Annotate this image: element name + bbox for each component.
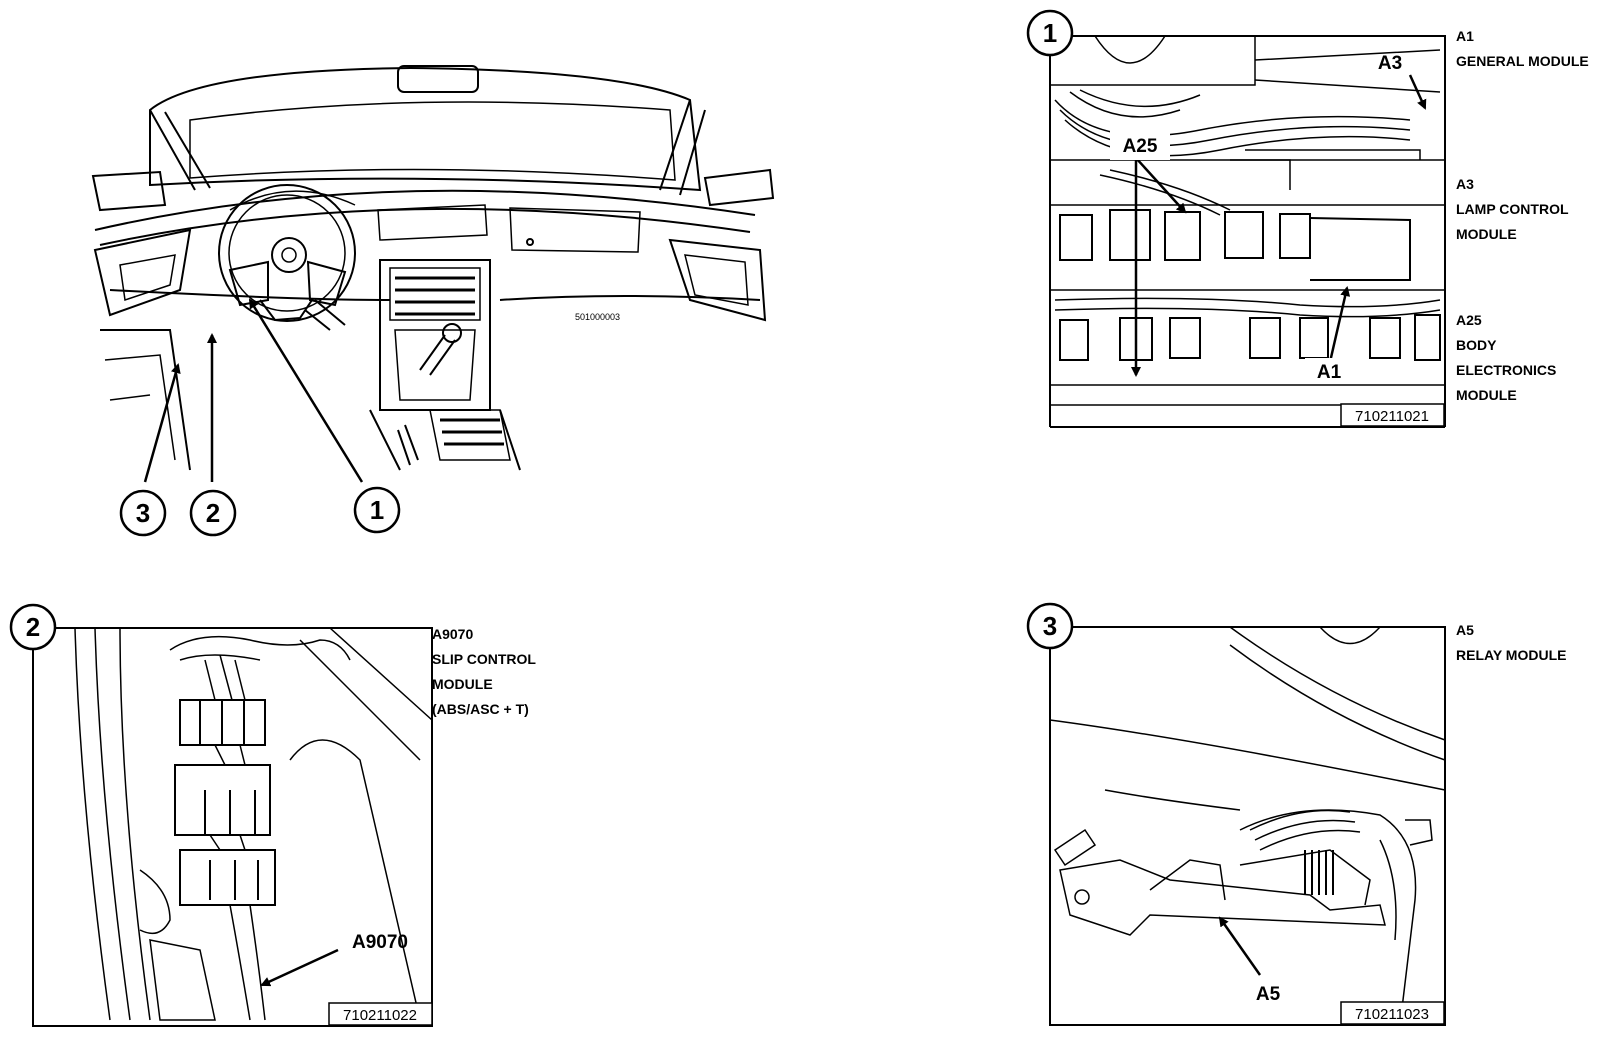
panel-1-arrows	[1131, 74, 1427, 377]
overview-drawing-ref: 501000003	[575, 312, 620, 322]
label-a3-line-2: MODULE	[1456, 226, 1517, 242]
label-a5: A5 RELAY MODULE	[1456, 618, 1566, 668]
label-a9070-line-1: SLIP CONTROL	[432, 651, 536, 667]
panel-2-number-badge: 2	[9, 603, 57, 651]
panel-2-arrows	[260, 948, 339, 987]
panel-2-frame	[32, 627, 433, 1027]
overview-leader-lines	[143, 298, 364, 483]
overview-callout-1: 1	[353, 486, 401, 534]
overview-callout-1-number: 1	[370, 495, 384, 525]
label-a9070: A9070 SLIP CONTROL MODULE (ABS/ASC + T)	[432, 622, 536, 722]
label-a25-line-1: BODY	[1456, 337, 1497, 353]
panel-3-frame	[1028, 626, 1446, 1026]
label-a9070-line-2: MODULE	[432, 676, 493, 692]
overview-callout-2-number: 2	[206, 498, 220, 528]
label-a5-line-1: RELAY MODULE	[1456, 647, 1567, 663]
panel-1-tag-a25: A25	[1123, 136, 1158, 157]
label-a25-line-3: MODULE	[1456, 387, 1517, 403]
label-a5-code: A5	[1456, 622, 1474, 638]
overview-callout-3-number: 3	[136, 498, 150, 528]
panel-1-tag-a1: A1	[1317, 362, 1342, 383]
panel-1-number-badge: 1	[1026, 9, 1074, 57]
label-a25-code: A25	[1456, 312, 1482, 328]
overview-callout-2: 2	[189, 489, 237, 537]
panel-3-arrows	[1218, 916, 1262, 976]
overview-callout-3: 3	[119, 489, 167, 537]
label-a3-code: A3	[1456, 176, 1474, 192]
panel-3-ref: 710211023	[1355, 1006, 1429, 1023]
panel-1-module-drawing	[1049, 35, 1445, 406]
panel-1-a1-tag-bg	[1305, 358, 1353, 384]
panel-1-ref-box	[1340, 403, 1445, 427]
panel-1-number: 1	[1043, 18, 1057, 48]
label-a3-line-1: LAMP CONTROL	[1456, 201, 1569, 217]
dashboard-overview-drawing	[91, 65, 775, 471]
panel-2-number: 2	[26, 612, 40, 642]
panel-3-module-drawing	[1049, 626, 1446, 1026]
label-a9070-line-3: (ABS/ASC + T)	[432, 701, 529, 717]
panel-2-ref: 710211022	[343, 1007, 417, 1024]
label-a3: A3 LAMP CONTROL MODULE	[1456, 172, 1569, 247]
label-a1: A1 GENERAL MODULE	[1456, 24, 1589, 74]
panel-1-a25-tag-bg	[1110, 130, 1170, 160]
panel-3-number-badge: 3	[1026, 602, 1074, 650]
panel-1-ref: 710211021	[1355, 408, 1429, 425]
panel-3-number: 3	[1043, 611, 1057, 641]
panel-1-tag-a3: A3	[1378, 53, 1402, 74]
panel-2-tag-a9070: A9070	[352, 932, 408, 953]
panel-2-ref-box	[328, 1002, 433, 1026]
panel-2-module-drawing	[74, 627, 433, 1021]
label-a1-line-1: GENERAL MODULE	[1456, 53, 1589, 69]
label-a9070-code: A9070	[432, 626, 474, 642]
label-a25: A25 BODY ELECTRONICS MODULE	[1456, 308, 1556, 408]
panel-3-ref-box	[1340, 1001, 1445, 1025]
label-a25-line-2: ELECTRONICS	[1456, 362, 1557, 378]
panel-3-tag-a5: A5	[1256, 984, 1281, 1005]
label-a1-code: A1	[1456, 28, 1474, 44]
